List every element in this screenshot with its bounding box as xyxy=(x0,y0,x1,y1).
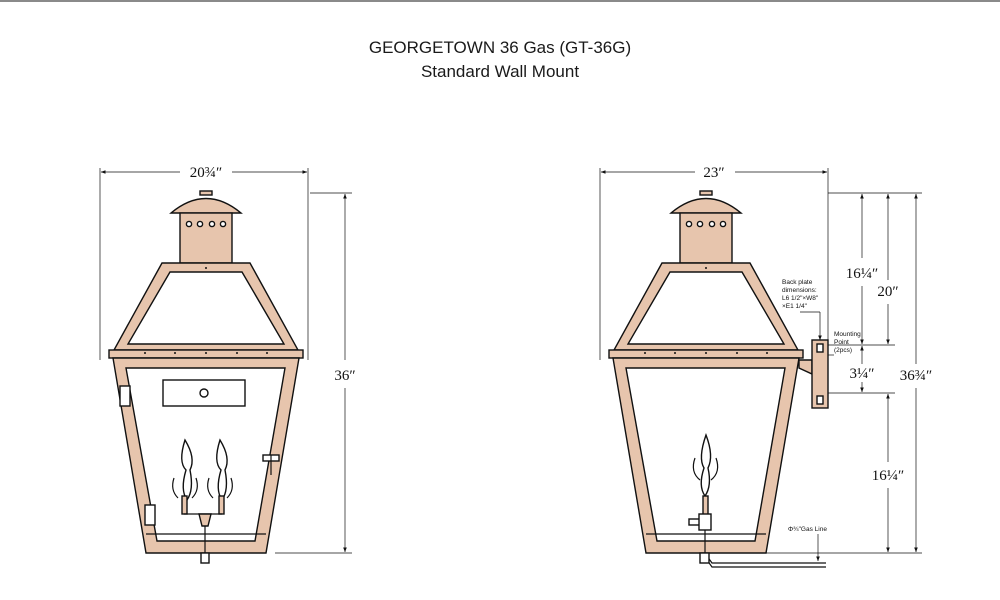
side-width-label: 23″ xyxy=(703,165,724,181)
side-view: 23″ xyxy=(599,165,933,568)
front-body xyxy=(112,357,300,564)
svg-text:(2pcs): (2pcs) xyxy=(834,347,852,354)
front-view: 20¾″ 36″ xyxy=(99,165,356,564)
svg-text:Mounting: Mounting xyxy=(834,331,861,338)
top-border-line xyxy=(0,0,1000,2)
title-line-2: Standard Wall Mount xyxy=(420,62,580,81)
title-line-1: GEORGETOWN 36 Gas (GT-36G) xyxy=(368,38,632,57)
front-roof xyxy=(108,262,304,359)
side-roof xyxy=(608,262,804,359)
side-total-dimension: 36¾″ xyxy=(900,193,933,553)
front-height-label: 36″ xyxy=(334,368,355,384)
side-upper-dimension: 16¼″ xyxy=(828,192,922,345)
side-chimney xyxy=(669,190,743,264)
side-total-label: 36¾″ xyxy=(900,368,933,384)
back-plate-note: Back plate dimensions: L6 1/2"×W8" ×E1 1… xyxy=(782,279,822,341)
side-lower-label: 16¼″ xyxy=(872,468,905,484)
front-chimney xyxy=(169,190,243,264)
side-mount-label: 20″ xyxy=(877,284,898,300)
front-height-dimension: 36″ xyxy=(275,192,356,554)
side-upper-label: 16¼″ xyxy=(846,266,879,282)
drawing-title: GEORGETOWN 36 Gas (GT-36G) Standard Wall… xyxy=(0,36,1000,84)
gas-line-note: Φ¾"Gas Line xyxy=(788,526,827,562)
front-width-label: 20¾″ xyxy=(190,165,223,181)
svg-text:L6 1/2"×W8": L6 1/2"×W8" xyxy=(782,295,819,302)
front-width-dimension: 20¾″ xyxy=(99,165,309,360)
side-lower-dimension: 16¼″ xyxy=(760,393,922,554)
svg-text:Φ¾"Gas Line: Φ¾"Gas Line xyxy=(788,526,827,533)
wall-bracket xyxy=(798,339,829,409)
svg-text:dimensions:: dimensions: xyxy=(782,287,817,294)
side-width-dimension: 23″ xyxy=(599,165,829,360)
side-gap-label: 3¼″ xyxy=(850,366,875,382)
svg-text:Back plate: Back plate xyxy=(782,279,813,286)
side-body xyxy=(612,357,826,568)
svg-text:Point: Point xyxy=(834,339,849,346)
svg-text:×E1 1/4": ×E1 1/4" xyxy=(782,303,808,310)
side-gap-dimension: 3¼″ xyxy=(828,345,895,394)
mounting-point-note: Mounting Point (2pcs) xyxy=(828,331,861,356)
side-mount-dimension: 20″ xyxy=(828,193,899,346)
